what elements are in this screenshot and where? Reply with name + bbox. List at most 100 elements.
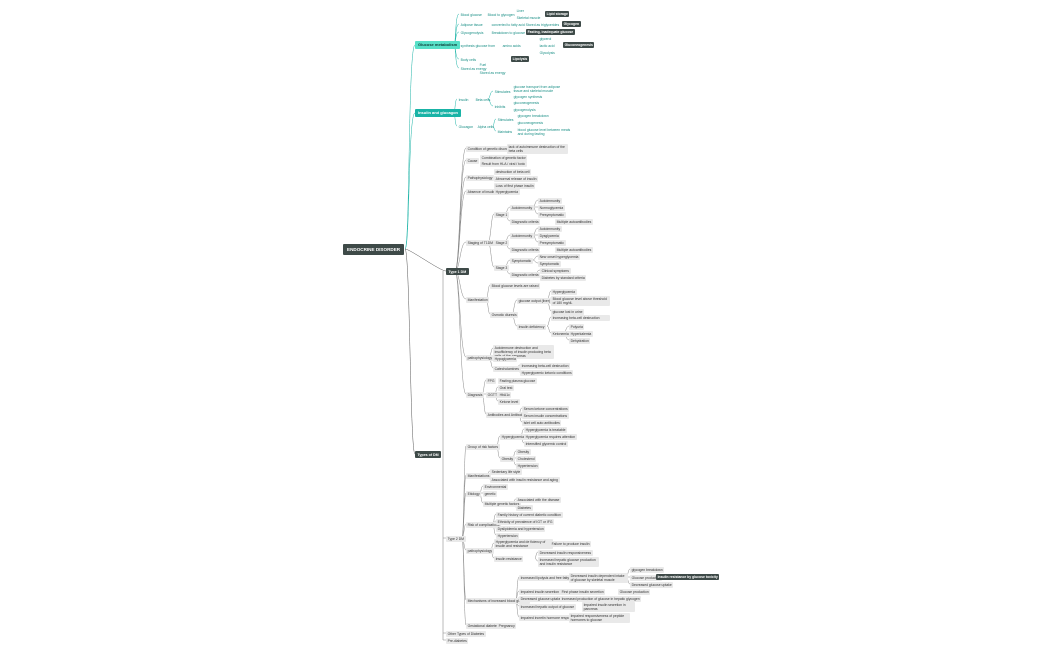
t2-node[interactable]: Hyperglycemia and de ficiency of insulin… <box>494 539 554 549</box>
t1-node[interactable]: Insulin deficiency <box>517 324 547 330</box>
t1-node[interactable]: Dehydration <box>569 338 591 344</box>
insulin-node[interactable]: Beta cells <box>475 97 491 102</box>
t2-node[interactable]: Hyperglycemia is treatable <box>524 427 568 433</box>
t2-node[interactable]: Obesity <box>516 449 531 455</box>
t1-node[interactable]: Catecholamines <box>493 366 521 372</box>
insulin-node[interactable]: Insulin <box>458 97 469 102</box>
t1-node[interactable]: Absence of insulin <box>466 189 497 195</box>
glucose-node[interactable]: lactic acid <box>539 43 555 48</box>
t1-node[interactable]: Hypoglycemia <box>493 356 518 362</box>
glucose-node[interactable]: Stored as triglycerides <box>525 22 560 27</box>
t2-node[interactable]: Sedentary life style <box>490 469 522 475</box>
t1-node[interactable]: Osmotic diuresis <box>490 312 519 318</box>
glucagon-node[interactable]: glycogen breakdown <box>517 113 549 118</box>
t1-node[interactable]: Diabetes by standard criteria <box>540 275 587 281</box>
t2-node[interactable]: Impaired responsiveness of peptide hormo… <box>569 613 631 623</box>
t2-node[interactable]: Multiple genetic factors <box>483 501 521 507</box>
t2-node[interactable]: Impaired incretin hormone response <box>519 615 577 621</box>
t1-node[interactable]: Presymptomatic <box>538 212 566 218</box>
t1-node[interactable]: Hyperglycemia <box>551 289 577 295</box>
t2-node[interactable]: pathophysiology <box>466 548 494 554</box>
t2-node[interactable]: Gestational diabetes <box>466 623 501 629</box>
t2-node[interactable]: Decreased glucose uptake <box>519 596 563 602</box>
insulin-node[interactable]: gluconeogenesis <box>513 100 540 105</box>
glucose-node[interactable]: Glycogen <box>562 21 581 27</box>
glucose-node[interactable]: Lipid storage <box>545 11 570 17</box>
t1-node[interactable]: glucose lost in urine <box>551 309 585 315</box>
t1-node[interactable]: Multiple autoantibodies <box>555 247 593 253</box>
glucose-node[interactable]: Blood glucose <box>460 12 482 17</box>
t1-node[interactable]: destruction of beta cell <box>494 169 532 175</box>
t1-node[interactable]: Manifestation <box>466 297 490 303</box>
t1-node[interactable]: Condition of genetic disorder <box>466 146 513 152</box>
glucose-node[interactable]: Stored as energy <box>479 70 506 75</box>
t1-node[interactable]: New onset hyperglycemia <box>538 254 581 260</box>
t1-node[interactable]: Normoglycemia <box>538 205 565 211</box>
t1-node[interactable]: Increasing beta-cell destruction <box>551 315 611 321</box>
glucose-node[interactable]: Fasting, inadequate glucose <box>526 29 575 35</box>
insulin-node[interactable]: Inhibits <box>494 104 506 109</box>
t1-node[interactable]: Multiple autoantibodies <box>555 219 593 225</box>
t2-node[interactable]: genetic <box>483 491 498 497</box>
t1-node[interactable]: Ketone level <box>498 399 520 405</box>
glucose-node[interactable]: Breakdown to glucose <box>491 30 525 35</box>
t2-node[interactable]: Family history of current diabetic condi… <box>496 512 563 518</box>
t1-node[interactable]: Abnormal release of insulin <box>494 176 539 182</box>
branch-insulin-glucagon[interactable]: Insulin and glucagon <box>415 109 461 117</box>
insulin-node[interactable]: glycogen synthesis <box>513 94 543 99</box>
glucose-node[interactable]: Gluconeogenesis <box>563 42 595 48</box>
glucose-node[interactable]: Skeletal muscle <box>516 15 541 20</box>
t1-node[interactable]: HbA1c <box>498 392 512 398</box>
t1-node[interactable]: Autoimmunity <box>538 198 562 204</box>
t2-node[interactable]: First phase insulin secretion <box>560 589 606 595</box>
t1-node[interactable]: Loss of first phase insulin <box>494 183 536 189</box>
t1-node[interactable]: Hyperglycemia <box>494 189 520 195</box>
t1-node[interactable]: Autoimmunity <box>538 226 562 232</box>
t2-node[interactable]: glycogen breakdown <box>630 567 665 573</box>
t1-node[interactable]: Serum insulin concentrations <box>522 413 569 419</box>
t2-node[interactable]: Hypertension <box>496 533 520 539</box>
insulin-node[interactable]: glycogenolysis <box>513 107 536 112</box>
t2-node[interactable]: Impaired insulin secretion <box>519 589 561 595</box>
t1-node[interactable]: Result from HLA / viral / toxic <box>480 161 527 167</box>
t2-node[interactable]: Diabetes <box>516 505 533 511</box>
t2-node[interactable]: Glucose production <box>618 589 651 595</box>
t2-node[interactable]: Other Types of Diabetes <box>446 631 486 637</box>
t1-node[interactable]: Oral test <box>498 385 515 391</box>
t1-node[interactable]: FPG <box>486 378 497 384</box>
glucose-node[interactable]: Liver <box>516 8 524 13</box>
t2-node[interactable]: Pregnancy <box>497 623 517 629</box>
t1-node[interactable]: pathophysiology <box>466 355 494 361</box>
t1-node[interactable]: OGTT <box>486 392 499 398</box>
t1-node[interactable]: Autoimmunity <box>510 233 534 239</box>
glucagon-node[interactable]: Alpha cells <box>477 124 494 129</box>
glucose-node[interactable]: synthesis glucose from <box>460 43 496 48</box>
glucose-node[interactable]: Adipose tissue <box>460 22 483 27</box>
t2-node[interactable]: Risk of complications <box>466 522 502 528</box>
t1-node[interactable]: Stage 2 <box>494 240 509 246</box>
t2-node[interactable]: Hyperglycemia <box>500 434 526 440</box>
t2-node[interactable]: Hypertension <box>516 463 540 469</box>
t1-node[interactable]: Islet cell auto antibodies <box>522 420 562 426</box>
branch-glucose-metabolism[interactable]: Glucose metabolism <box>415 41 461 49</box>
t2-node[interactable]: Intensified glycemic control <box>524 441 568 447</box>
t1-node[interactable]: Presymptomatic <box>538 240 566 246</box>
t2-node[interactable]: Increased lipolysis and free fatty acid <box>519 575 578 581</box>
t1-node[interactable]: Blood glucose levels are raised <box>490 283 541 289</box>
glucose-node[interactable]: Lipolysis <box>511 56 529 62</box>
t1-node[interactable]: Fasting plasma glucose <box>498 378 537 384</box>
glucagon-node[interactable]: Maintains <box>497 129 513 134</box>
glucagon-node[interactable]: Stimulates <box>497 117 514 122</box>
t1-node[interactable]: Stage 1 <box>494 212 509 218</box>
glucose-node[interactable]: glycerol <box>539 36 552 41</box>
t1-node[interactable]: Polyuria <box>569 324 585 330</box>
t2-node[interactable]: Increased hepatic output of glucose <box>519 604 576 610</box>
t2-node[interactable]: Obesity <box>500 456 515 462</box>
t2-node[interactable]: Increased hepatic glucose production and… <box>538 557 600 567</box>
t1-node[interactable]: Symptomatic <box>538 261 561 267</box>
t1-node[interactable]: Antibodies and Antibodies <box>486 412 529 418</box>
t1-node[interactable]: Hyperkalemia <box>569 331 593 337</box>
glucose-node[interactable]: Fuel <box>479 62 487 67</box>
t2-node[interactable]: Environmental <box>483 484 508 490</box>
t2-node[interactable]: Ethnicity of prevalence of IGT or IFG <box>496 519 555 525</box>
